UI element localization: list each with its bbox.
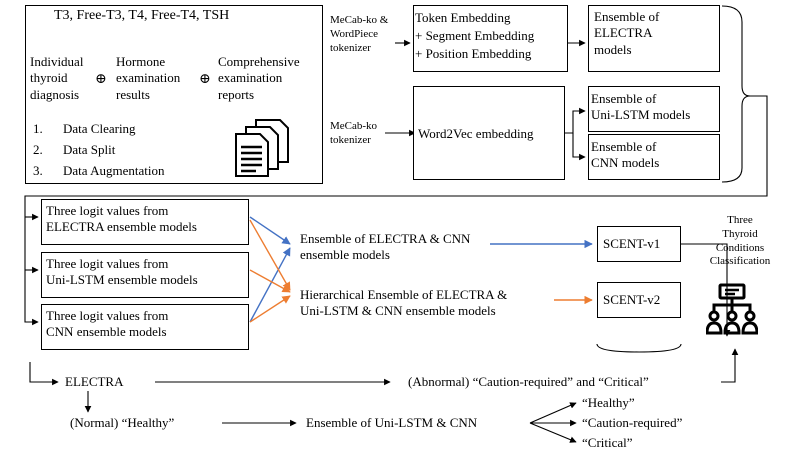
electra-cnn-ensemble-label: Ensemble of ELECTRA & CNN ensemble model… (300, 231, 471, 263)
lstm-ensemble-label: Ensemble of Uni-LSTM models (591, 91, 691, 123)
electra-embedding-box (413, 5, 568, 72)
electra-stage-label: ELECTRA (65, 374, 124, 389)
preprocessing-step-1: Data Clearing (63, 121, 136, 136)
lstm-ensemble-box (588, 86, 720, 132)
hierarchical-ensemble-label: Hierarchical Ensemble of ELECTRA & Uni-L… (300, 287, 508, 319)
hormone-results-label: Hormone examination results (116, 54, 181, 102)
people-network-icon (706, 283, 758, 335)
cnn-logits-box (41, 304, 249, 350)
hormone-list: T3, Free-T3, T4, Free-T4, TSH (54, 8, 230, 23)
plus-symbol-2: ⊕ (199, 72, 211, 87)
scent-v1-box (597, 226, 681, 262)
electra-logits-box (41, 199, 249, 245)
scent-v2-label: SCENT-v2 (603, 292, 661, 307)
preprocessing-step-number-2: 2. (33, 142, 43, 157)
lstm-logits-label: Three logit values from Uni-LSTM ensembl… (46, 256, 198, 288)
normal-label: (Normal) “Healthy” (70, 415, 175, 430)
cnn-logits-label: Three logit values from CNN ensemble mod… (46, 308, 169, 340)
lstm-logits-box (41, 252, 249, 298)
scent-v2-box (597, 282, 681, 318)
cnn-ensemble-label: Ensemble of CNN models (591, 139, 660, 171)
mecab-tokenizer-label: MeCab-ko tokenizer (330, 120, 378, 146)
individual-diagnosis-label: Individual thyroid diagnosis (30, 54, 84, 102)
class-healthy-label: “Healthy” (582, 395, 635, 410)
plus-symbol-1: ⊕ (95, 72, 107, 87)
electra-embedding-label: Token Embedding + Segment Embedding + Po… (415, 10, 535, 62)
comprehensive-reports-label: Comprehensive examination reports (218, 54, 300, 102)
cnn-ensemble-box (588, 134, 720, 180)
word2vec-embedding-label: Word2Vec embedding (418, 126, 534, 141)
preprocessing-step-number-3: 3. (33, 163, 43, 178)
word2vec-embedding-box (413, 86, 565, 180)
preprocessing-step-number-1: 1. (33, 121, 43, 136)
class-critical-label: “Critical” (582, 435, 633, 450)
abnormal-label: (Abnormal) “Caution-required” and “Criti… (408, 374, 649, 389)
preprocessing-step-3: Data Augmentation (63, 163, 165, 178)
electra-logits-label: Three logit values from ELECTRA ensemble… (46, 203, 197, 235)
class-caution-required-label: “Caution-required” (582, 415, 683, 430)
uni-lstm-cnn-ensemble-label: Ensemble of Uni-LSTM & CNN (306, 415, 478, 430)
electra-ensemble-label: Ensemble of ELECTRA models (594, 9, 660, 57)
preprocessing-step-2: Data Split (63, 142, 116, 157)
scent-v1-label: SCENT-v1 (603, 236, 661, 251)
output-classification-title: Three Thyroid Conditions Classification (709, 214, 771, 268)
document-stack-icon (235, 119, 289, 177)
wordpiece-tokenizer-label: MeCab-ko & WordPiece tokenizer (330, 14, 389, 54)
electra-ensemble-box (588, 5, 720, 72)
